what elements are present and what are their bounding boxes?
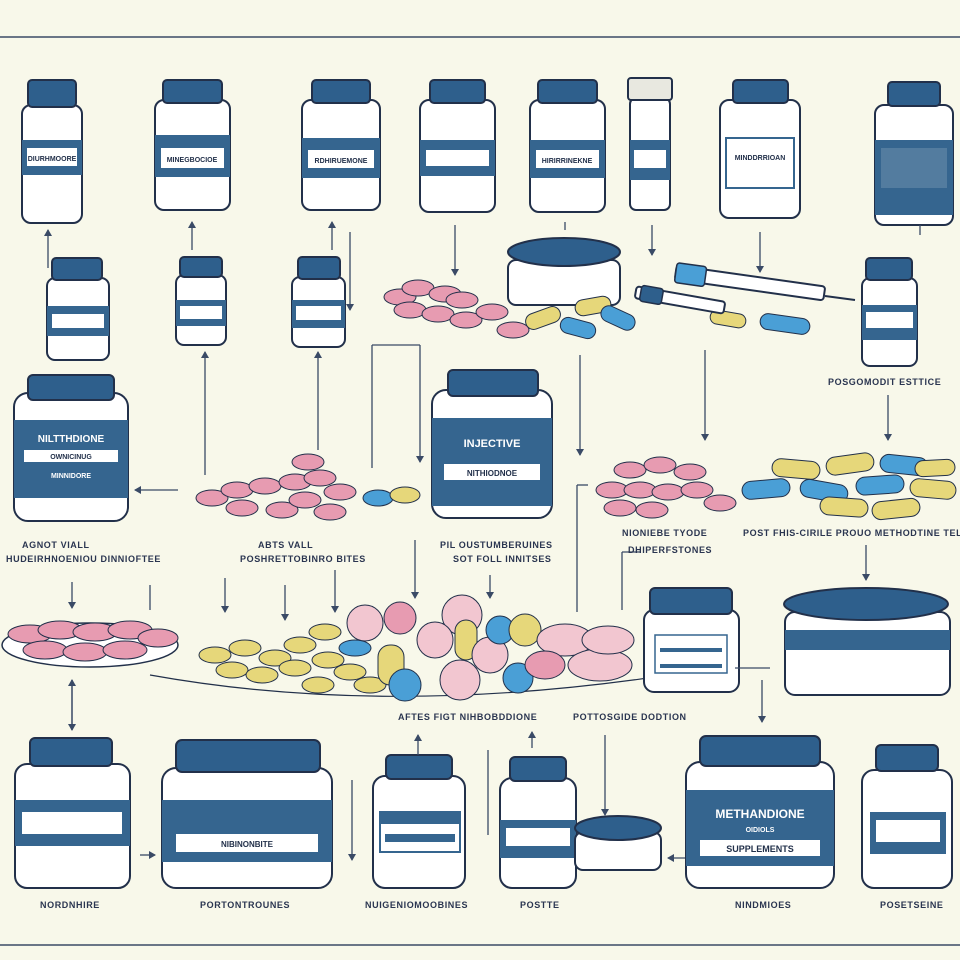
supplement-jar-icon: INJECTIVE NITHIODNOE <box>431 369 553 519</box>
supplement-jar-icon: METHANDIONE OIDIOLS SUPPLEMENTS <box>685 735 835 889</box>
pink-tablet-group <box>195 453 421 521</box>
syringe-icon <box>673 262 856 301</box>
caption-label: POSHRETTOBINRO BITES <box>240 554 366 564</box>
mixed-pill-pile <box>149 594 701 702</box>
capsule-group <box>741 452 957 521</box>
caption-label: PIL OUSTUMBERUINES <box>440 540 553 550</box>
caption-label: DHIPERFSTONES <box>628 545 713 555</box>
tub-container-icon <box>783 587 951 696</box>
jar-label-line1: INJECTIVE <box>464 438 521 450</box>
jar-label-line3: MINNIDORE <box>51 473 91 480</box>
caption-label: POTTOSGIDE DODTION <box>573 712 687 722</box>
round-container-icon <box>507 237 621 306</box>
jar-label-line2: NITHIODNOE <box>467 469 518 478</box>
pill-bottle-icon <box>419 79 496 213</box>
caption-label: NIONIEBE TYODE <box>622 528 708 538</box>
bottle-label-text: HIRIRRINEKNE <box>542 158 593 165</box>
pill-bottle-icon <box>291 256 346 348</box>
pill-bottle-icon: MINEGBOCIOE <box>154 79 231 211</box>
caption-label: NUIGENIOMOOBINES <box>365 900 469 910</box>
pill-bottle-icon <box>874 81 954 226</box>
pill-bottle-icon: RDHIRUEMONE <box>301 79 381 211</box>
caption-label: POST FHIS-CIRILE PROUO METHODTINE TELLE <box>743 528 960 538</box>
caption-label: PORTONTROUNES <box>200 900 291 910</box>
jar-label-line3: SUPPLEMENTS <box>726 844 794 854</box>
caption-label: NINDMIOES <box>735 900 792 910</box>
syringe-icon <box>634 284 726 315</box>
jar-label-line2: OIDIOLS <box>746 827 775 834</box>
jar-label-text: NIBINONBITE <box>221 840 274 849</box>
pill-bottle-icon <box>861 257 918 367</box>
caption-label: AGNOT VIALL <box>22 540 90 550</box>
pill-bottle-icon <box>861 744 953 889</box>
bottle-label-text: MINEGBOCIOE <box>167 157 218 164</box>
bottle-label-text: RDHIRUEMONE <box>315 158 368 165</box>
pill-bottle-icon <box>372 754 466 889</box>
flow-arrows <box>44 221 921 862</box>
caption-label: SOT FOLL INNITSES <box>453 554 552 564</box>
pill-bottle-icon <box>14 737 131 889</box>
pink-tablet-group <box>383 279 530 339</box>
round-container-icon <box>574 815 662 871</box>
pill-bottle-icon: MINDDRRIOAN <box>719 79 801 219</box>
caption-label: HUDEIRHNOENIOU DINNIOFTEE <box>6 554 162 564</box>
capsule-group <box>525 295 811 340</box>
caption-label: NORDNHIRE <box>40 900 100 910</box>
pill-bottle-icon: DIURHMOORE <box>21 79 83 224</box>
supplement-jar-icon: NIBINONBITE <box>161 739 333 889</box>
vial-icon <box>627 77 673 211</box>
caption-label: POSTTE <box>520 900 560 910</box>
jar-label-line2: OWNICINUG <box>50 454 92 461</box>
jar-label-line1: METHANDIONE <box>715 807 804 821</box>
supplement-jar-icon <box>643 587 740 693</box>
pill-bottle-icon: HIRIRRINEKNE <box>529 79 606 213</box>
pill-bottle-icon <box>499 756 577 889</box>
pink-tablet-group <box>595 456 737 519</box>
caption-label: AFTES FIGT NIHBOBDDIONE <box>398 712 538 722</box>
jar-label-line1: NILTTHDIONE <box>38 434 105 445</box>
pill-bottle-icon <box>175 256 227 346</box>
caption-label: POSGOMODIT ESTTICE <box>828 377 942 387</box>
supplement-jar-icon: NILTTHDIONE OWNICINUG MINNIDORE <box>13 374 129 522</box>
caption-label: POSETSEINE <box>880 900 944 910</box>
pink-tablet-plate <box>1 620 179 668</box>
pill-bottle-icon <box>46 257 110 361</box>
bottle-label-text: DIURHMOORE <box>28 156 77 163</box>
bottle-label-text: MINDDRRIOAN <box>735 155 786 162</box>
caption-label: ABTS VALL <box>258 540 314 550</box>
